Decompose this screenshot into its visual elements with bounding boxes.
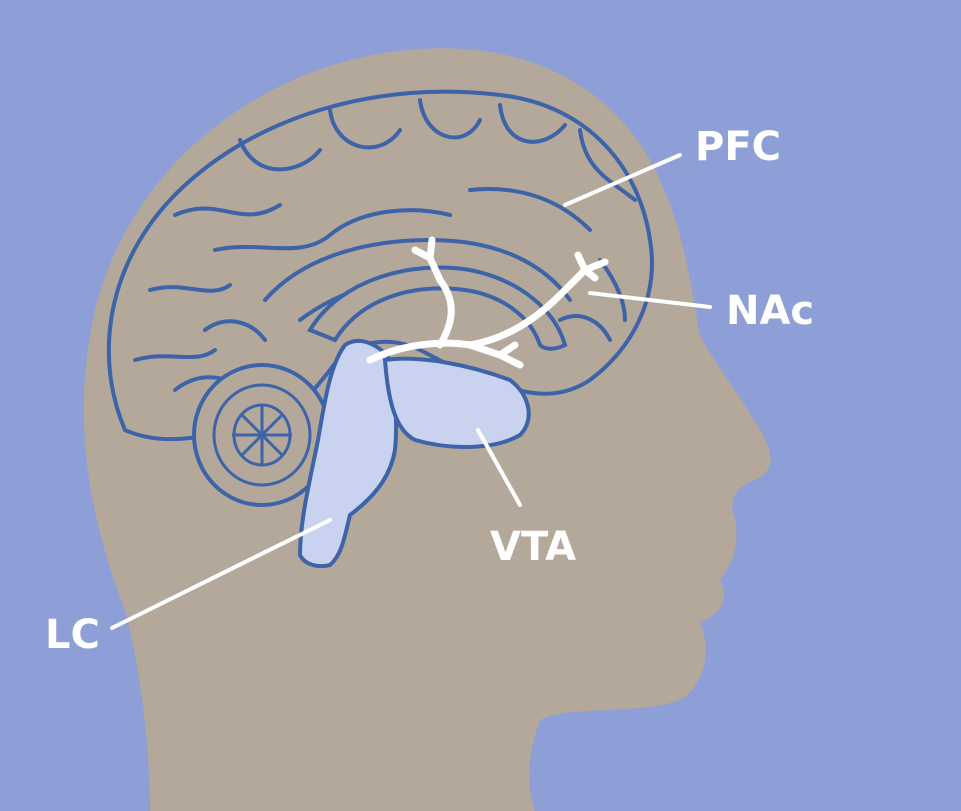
label-pfc: PFC	[695, 124, 781, 170]
label-vta: VTA	[490, 524, 576, 570]
label-lc: LC	[45, 612, 100, 658]
label-nac: NAc	[726, 288, 814, 334]
